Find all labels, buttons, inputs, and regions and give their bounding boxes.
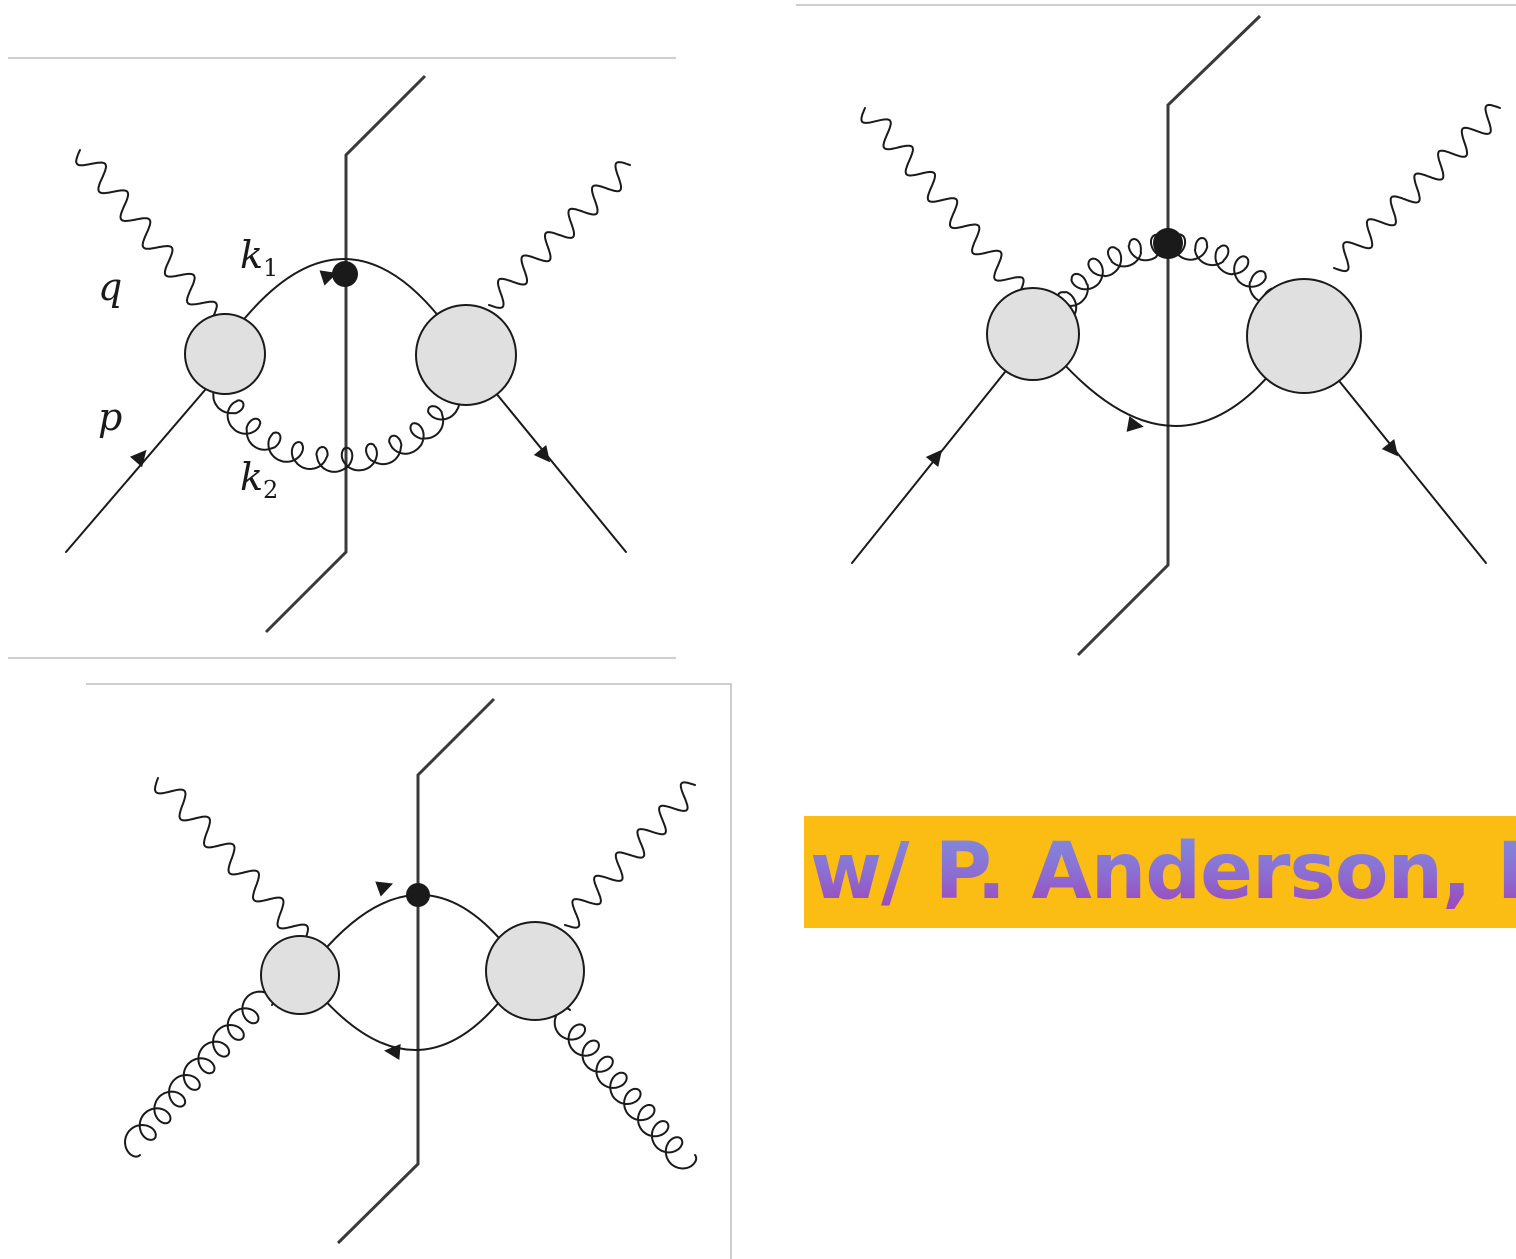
photon-outgoing <box>488 161 631 309</box>
quark-outgoing-line <box>1339 381 1487 564</box>
cut-vertex-dot <box>1153 228 1183 258</box>
vertex-blob-right <box>1246 278 1362 394</box>
photon-wave-path <box>860 107 1025 293</box>
arrow-icon <box>533 444 551 463</box>
quark-propagator-upper <box>244 258 441 319</box>
vertex-blob-right <box>485 921 585 1021</box>
photon-wave-path <box>488 161 631 309</box>
vertex-blob-left <box>260 935 340 1015</box>
gluon-propagator-upper <box>1047 233 1292 326</box>
arrow-icon <box>1381 438 1399 457</box>
gluon-incoming <box>123 990 275 1158</box>
label-p: p <box>98 395 122 439</box>
gluon-coil-path <box>553 1007 698 1170</box>
photon-wave-path <box>1333 103 1501 273</box>
feynman-diagram-3 <box>86 683 732 1259</box>
gluon-propagator-lower <box>212 360 471 473</box>
arrow-icon <box>384 1044 401 1060</box>
gluon-coil-path <box>1047 233 1292 326</box>
quark-incoming-line <box>851 371 1006 564</box>
feynman-diagram-1: q p k1 k2 <box>8 57 676 659</box>
quark-outgoing-line <box>494 391 627 553</box>
cut-vertex-dot <box>332 261 358 287</box>
frame-border <box>86 683 732 1259</box>
label-k2: k2 <box>240 455 278 504</box>
photon-wave-path <box>75 149 218 318</box>
banner-text: w/ P. Anderson, N <box>804 827 1516 917</box>
vertex-blob-left <box>184 313 266 395</box>
photon-wave-path <box>564 781 696 929</box>
feynman-diagram-2 <box>796 4 1516 657</box>
label-k1: k1 <box>240 233 278 282</box>
photon-incoming <box>153 777 310 941</box>
collaborator-banner: w/ P. Anderson, N <box>804 816 1516 928</box>
cut-line <box>264 74 427 634</box>
quark-incoming-line <box>65 389 206 553</box>
arrow-icon <box>129 449 147 468</box>
vertex-blob-left <box>986 287 1080 381</box>
arrow-icon <box>1126 416 1144 432</box>
photon-incoming <box>860 107 1025 293</box>
gluon-coil-path <box>123 990 275 1158</box>
cut-line <box>1076 14 1262 657</box>
arrow-icon <box>925 449 943 468</box>
photon-outgoing <box>564 781 696 929</box>
gluon-coil-path <box>212 360 471 473</box>
quark-propagator-lower <box>1061 361 1281 427</box>
label-q: q <box>98 265 122 309</box>
antiquark-propagator-lower <box>319 994 506 1051</box>
gluon-outgoing <box>553 1007 698 1170</box>
cut-vertex-dot <box>406 883 430 907</box>
photon-wave-path <box>153 777 310 941</box>
arrow-icon <box>375 881 394 897</box>
photon-outgoing <box>1333 103 1501 273</box>
cut-line <box>336 697 496 1245</box>
photon-incoming <box>75 149 218 318</box>
vertex-blob-right <box>415 304 517 406</box>
